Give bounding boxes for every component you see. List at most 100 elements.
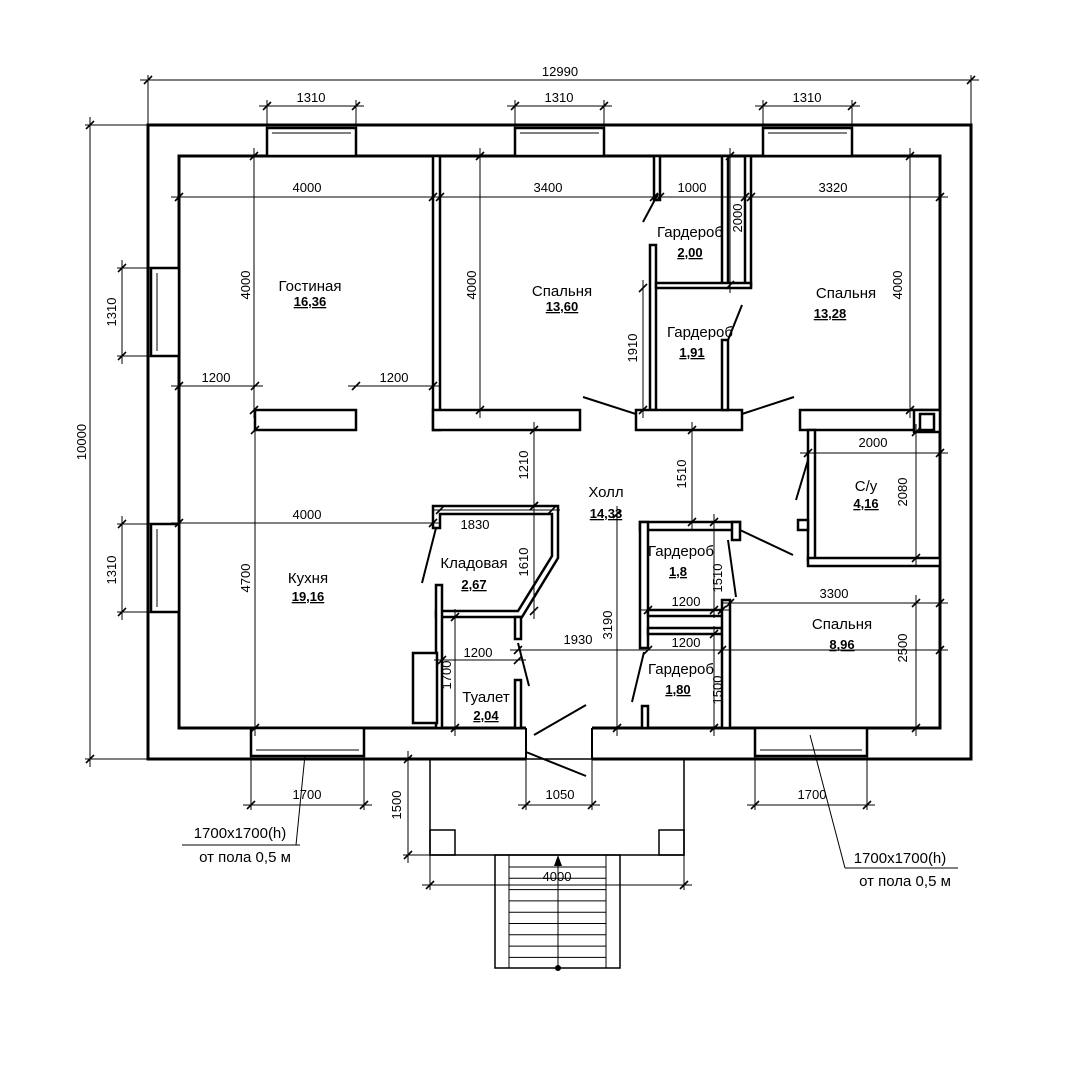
outer-wall bbox=[146, 123, 973, 761]
room-name: Гостиная bbox=[279, 278, 342, 295]
dimension-line bbox=[935, 645, 945, 655]
dim-label: 1310 bbox=[793, 90, 822, 105]
dimension-line bbox=[529, 501, 539, 511]
dimension-line bbox=[428, 381, 438, 391]
dimension-line bbox=[174, 518, 184, 528]
dimension-line bbox=[709, 723, 719, 733]
room-area: 1,8 bbox=[669, 564, 687, 579]
door-swings bbox=[421, 193, 809, 703]
dimension-line bbox=[529, 425, 539, 435]
dimension-line bbox=[746, 192, 756, 202]
dim-label: 3320 bbox=[819, 180, 848, 195]
dim-label: 3300 bbox=[820, 586, 849, 601]
dim-label: 1500 bbox=[710, 676, 725, 705]
dim-label: 1310 bbox=[104, 556, 119, 585]
dim-label: 1500 bbox=[389, 791, 404, 820]
dimension-line bbox=[547, 505, 557, 515]
dim-label: 4000 bbox=[543, 869, 572, 884]
dimension-line bbox=[249, 405, 259, 415]
dimension-line bbox=[529, 606, 539, 616]
dimension-line bbox=[905, 405, 915, 415]
dimension-line bbox=[725, 280, 735, 290]
dimension-line bbox=[935, 448, 945, 458]
dim-label: 1200 bbox=[672, 594, 701, 609]
dimension-line bbox=[250, 381, 260, 391]
dim-label: 2080 bbox=[895, 478, 910, 507]
room-area: 2,04 bbox=[473, 708, 499, 723]
room-area: 8,96 bbox=[829, 637, 854, 652]
dimension-line bbox=[638, 405, 648, 415]
dim-label: 1610 bbox=[516, 548, 531, 577]
room-area: 13,28 bbox=[814, 306, 847, 321]
dimension-line bbox=[725, 598, 735, 608]
dimension-line bbox=[655, 192, 665, 202]
dimension-line bbox=[435, 505, 445, 515]
dimension-line bbox=[428, 518, 438, 528]
window-height-note: от пола 0,5 м bbox=[859, 873, 951, 890]
dimension-line bbox=[638, 283, 648, 293]
dim-label: 4000 bbox=[293, 507, 322, 522]
room-name: Гардероб bbox=[657, 224, 723, 241]
dimension-lines bbox=[85, 75, 979, 958]
dim-label: 12990 bbox=[542, 64, 578, 79]
dim-label: 4000 bbox=[890, 271, 905, 300]
dimension-line bbox=[249, 151, 259, 161]
dim-label: 1200 bbox=[464, 645, 493, 660]
room-name: С/у bbox=[855, 478, 878, 495]
window-height-note: от пола 0,5 м bbox=[199, 849, 291, 866]
room-area: 13,60 bbox=[546, 299, 579, 314]
dimension-line bbox=[905, 151, 915, 161]
dimension-line bbox=[174, 192, 184, 202]
room-area: 19,16 bbox=[292, 589, 325, 604]
room-area: 1,80 bbox=[665, 682, 690, 697]
dim-label: 3190 bbox=[600, 611, 615, 640]
dimension-line bbox=[911, 427, 921, 437]
interior-walls bbox=[253, 154, 942, 730]
dim-label: 1050 bbox=[546, 787, 575, 802]
room-name: Холл bbox=[588, 484, 623, 501]
dimension-line bbox=[513, 645, 523, 655]
dimension-line bbox=[351, 381, 361, 391]
window-size-note: 1700х1700(h) bbox=[854, 850, 947, 867]
dimension-line bbox=[250, 723, 260, 733]
dim-label: 1510 bbox=[710, 564, 725, 593]
dimension-line bbox=[911, 723, 921, 733]
windows bbox=[149, 126, 869, 758]
dim-label: 1910 bbox=[625, 334, 640, 363]
dimension-line bbox=[687, 425, 697, 435]
dim-label: 1200 bbox=[202, 370, 231, 385]
room-name: Гардероб bbox=[667, 324, 733, 341]
room-area: 2,00 bbox=[677, 245, 702, 260]
dim-label: 2000 bbox=[730, 204, 745, 233]
window-note-left: 1700х1700(h) от пола 0,5 м bbox=[182, 754, 306, 866]
dimension-line bbox=[911, 598, 921, 608]
dimension-line bbox=[717, 605, 727, 615]
dim-label: 4000 bbox=[238, 271, 253, 300]
dim-label: 1700 bbox=[439, 661, 454, 690]
dim-label: 1830 bbox=[461, 517, 490, 532]
room-name: Спальня bbox=[532, 283, 592, 300]
dimension-line bbox=[437, 655, 447, 665]
dim-label: 1310 bbox=[545, 90, 574, 105]
dimension-line bbox=[709, 605, 719, 615]
dimension-line bbox=[725, 151, 735, 161]
dim-label: 1700 bbox=[798, 787, 827, 802]
dimension-line bbox=[450, 612, 460, 622]
dimension-line bbox=[935, 192, 945, 202]
dimension-line bbox=[475, 405, 485, 415]
dim-label: 1930 bbox=[564, 632, 593, 647]
dimension-line bbox=[174, 381, 184, 391]
room-name: Гардероб bbox=[648, 543, 714, 560]
dimension-line bbox=[911, 553, 921, 563]
dimension-line bbox=[709, 517, 719, 527]
dimension-labels: 12990 1310 1310 1310 4000 3400 1000 3320… bbox=[74, 64, 910, 884]
dim-label: 1000 bbox=[678, 180, 707, 195]
dimension-line bbox=[450, 723, 460, 733]
window-size-note: 1700х1700(h) bbox=[194, 825, 287, 842]
dim-label: 1700 bbox=[293, 787, 322, 802]
dim-label: 1310 bbox=[104, 298, 119, 327]
plan-lines bbox=[146, 123, 973, 971]
dim-label: 2000 bbox=[859, 435, 888, 450]
room-name: Спальня bbox=[812, 616, 872, 633]
